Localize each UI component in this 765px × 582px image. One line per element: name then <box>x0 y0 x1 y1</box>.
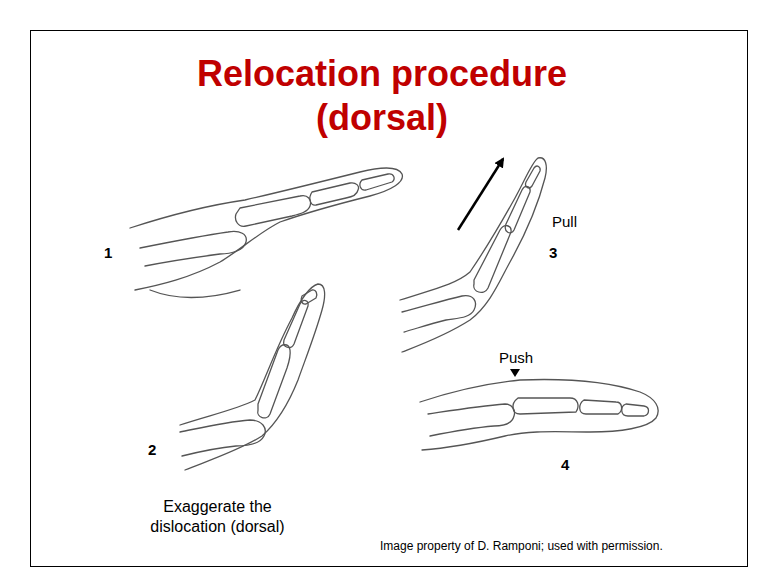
callout-number: 2 <box>148 441 156 458</box>
action-label: Push <box>499 349 533 366</box>
pull-arrow <box>458 159 503 230</box>
slide-title: Relocation procedure (dorsal) <box>142 52 622 140</box>
callout-number: 1 <box>104 244 112 261</box>
step-caption: Exaggerate the dislocation (dorsal) <box>135 497 300 537</box>
finger-figure-2 <box>180 284 325 470</box>
image-credit: Image property of D. Ramponi; used with … <box>380 539 730 553</box>
finger-figure-1 <box>130 168 402 297</box>
finger-figure-3 <box>400 158 546 352</box>
callout-number: 3 <box>549 244 557 261</box>
push-arrowhead <box>510 369 520 377</box>
callout-number: 4 <box>561 456 569 473</box>
action-label: Pull <box>552 213 577 230</box>
finger-figure-4 <box>420 380 658 451</box>
slide-border <box>31 31 748 567</box>
